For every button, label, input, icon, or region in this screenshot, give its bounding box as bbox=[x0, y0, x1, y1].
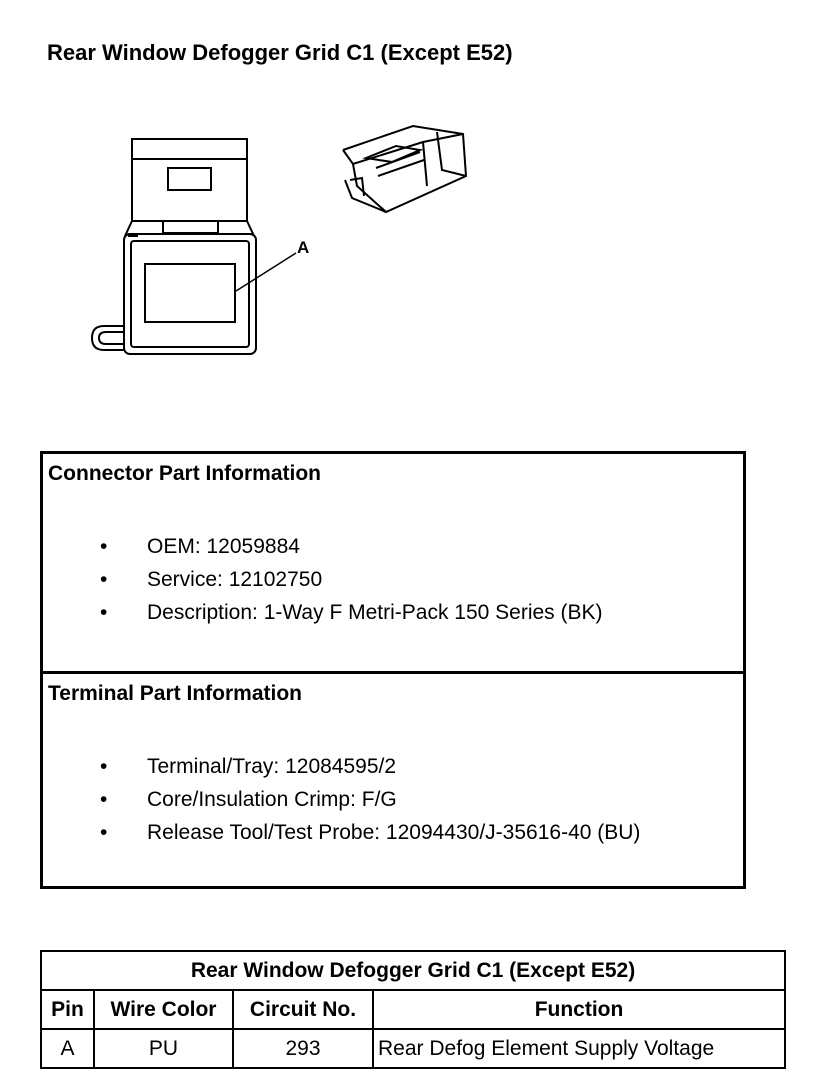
pin-table-title: Rear Window Defogger Grid C1 (Except E52… bbox=[39, 950, 787, 991]
terminal-tray: Terminal/Tray: 12084595/2 bbox=[147, 755, 397, 778]
header-pin: Pin bbox=[40, 989, 95, 1030]
bullet-icon: • bbox=[100, 821, 108, 844]
cell-wire-color: PU bbox=[93, 1028, 234, 1069]
terminal-release-tool: Release Tool/Test Probe: 12094430/J-3561… bbox=[147, 821, 641, 844]
terminal-part-section: Terminal Part Information • Terminal/Tra… bbox=[43, 674, 743, 886]
terminal-part-heading: Terminal Part Information bbox=[48, 682, 302, 705]
callout-label-a: A bbox=[297, 238, 310, 257]
connector-oem: OEM: 12059884 bbox=[147, 535, 300, 558]
connector-part-section: Connector Part Information • OEM: 120598… bbox=[43, 454, 743, 674]
connector-service: Service: 12102750 bbox=[147, 568, 323, 591]
cell-circuit-no: 293 bbox=[232, 1028, 374, 1069]
bullet-icon: • bbox=[100, 788, 108, 811]
connector-description: Description: 1-Way F Metri-Pack 150 Seri… bbox=[147, 601, 603, 624]
header-wire-color: Wire Color bbox=[93, 989, 234, 1030]
header-circuit-no: Circuit No. bbox=[232, 989, 374, 1030]
cell-pin: A bbox=[40, 1028, 95, 1069]
connector-illustration bbox=[90, 124, 468, 355]
bullet-icon: • bbox=[100, 755, 108, 778]
pin-table: Rear Window Defogger Grid C1 (Except E52… bbox=[39, 950, 787, 1069]
bullet-icon: • bbox=[100, 601, 108, 624]
connector-part-heading: Connector Part Information bbox=[48, 462, 322, 485]
callout-leader bbox=[235, 252, 297, 292]
pin-table-header-row: Pin Wire Color Circuit No. Function bbox=[40, 989, 787, 1030]
terminal-crimp: Core/Insulation Crimp: F/G bbox=[147, 788, 397, 811]
header-function: Function bbox=[371, 989, 787, 1030]
cell-function: Rear Defog Element Supply Voltage bbox=[371, 1028, 787, 1069]
table-row: A PU 293 Rear Defog Element Supply Volta… bbox=[40, 1028, 787, 1069]
connector-iso-view bbox=[342, 124, 468, 214]
part-info-box: Connector Part Information • OEM: 120598… bbox=[40, 451, 746, 889]
connector-front-view bbox=[90, 138, 257, 355]
page-title: Rear Window Defogger Grid C1 (Except E52… bbox=[47, 40, 513, 65]
bullet-icon: • bbox=[100, 535, 108, 558]
bullet-icon: • bbox=[100, 568, 108, 591]
